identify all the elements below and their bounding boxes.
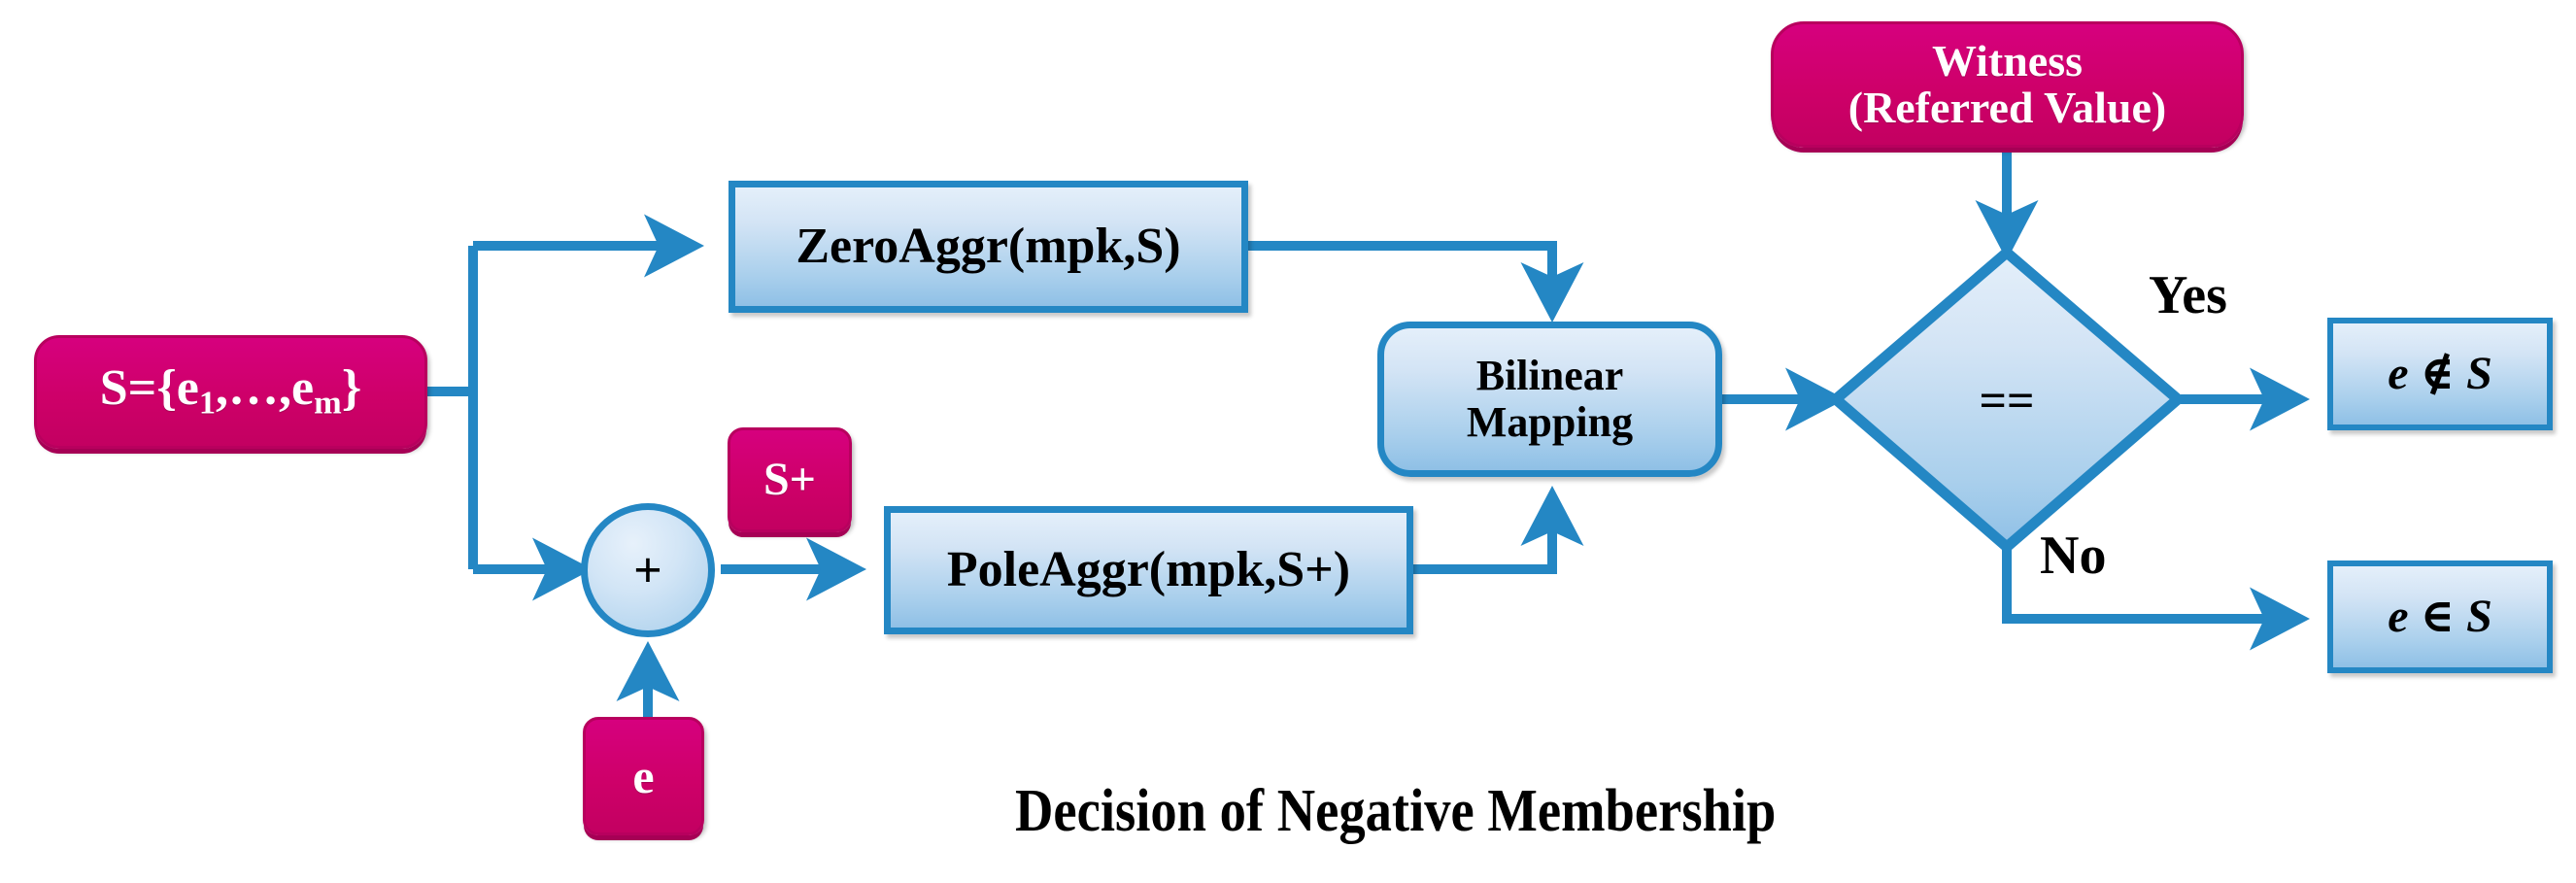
node-result-not-member[interactable]: e ∉ S <box>2327 318 2553 430</box>
node-bilinear-mapping-line1: Bilinear <box>1475 352 1624 400</box>
node-zero-aggr[interactable]: ZeroAggr(mpk,S) <box>729 181 1248 313</box>
edge-zeroaggr-to-bilinear <box>1248 241 1584 323</box>
node-witness-line2: (Referred Value) <box>1847 83 2167 132</box>
edge-label-yes: Yes <box>2149 265 2227 325</box>
node-element-e-label: e <box>632 749 655 803</box>
node-bilinear-mapping-line2: Mapping <box>1466 398 1634 446</box>
node-result-not-member-label: e ∉ S <box>2388 348 2492 400</box>
node-bilinear-mapping[interactable]: Bilinear Mapping <box>1377 322 1722 477</box>
node-element-e[interactable]: e <box>583 717 704 835</box>
node-witness-line1: Witness <box>1931 36 2084 86</box>
diamond-shape <box>1827 245 2186 555</box>
node-zero-aggr-label: ZeroAggr(mpk,S) <box>796 218 1181 274</box>
node-s-plus-label: S+ <box>763 454 817 506</box>
node-result-member-label: e ∈ S <box>2388 591 2492 643</box>
node-set-input-label: S={e1,…,em} <box>99 360 362 422</box>
node-pole-aggr-label: PoleAggr(mpk,S+) <box>946 541 1351 597</box>
node-adder-label: + <box>633 542 662 598</box>
node-s-plus[interactable]: S+ <box>728 427 852 532</box>
node-witness[interactable]: Witness (Referred Value) <box>1771 21 2244 148</box>
node-adder[interactable]: + <box>581 503 715 637</box>
node-set-input[interactable]: S={e1,…,em} <box>34 335 427 449</box>
node-pole-aggr[interactable]: PoleAggr(mpk,S+) <box>884 506 1413 634</box>
edge-label-no: No <box>2040 526 2107 586</box>
node-result-member[interactable]: e ∈ S <box>2327 560 2553 673</box>
edge-poleaggr-to-bilinear <box>1413 485 1584 574</box>
node-comparison[interactable]: == <box>1827 245 2186 555</box>
diagram-caption: Decision of Negative Membership <box>1015 778 1777 844</box>
